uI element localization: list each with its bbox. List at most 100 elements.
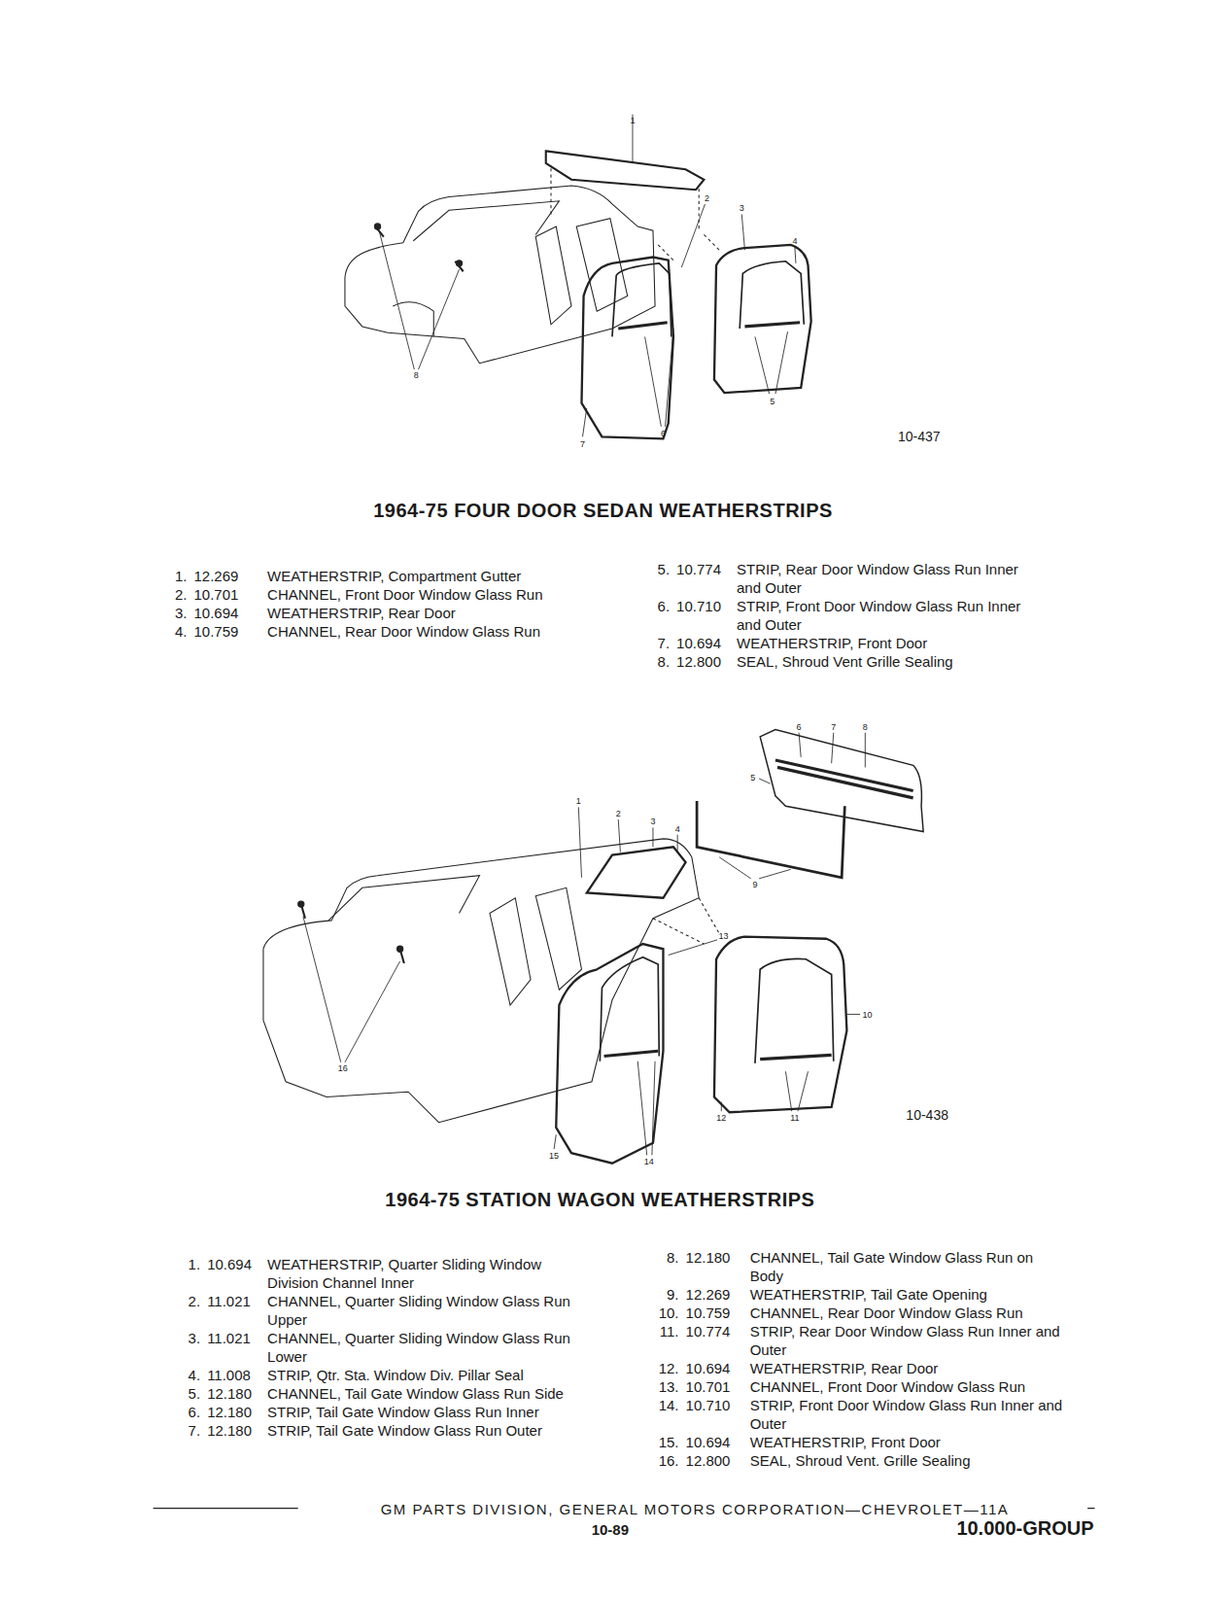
- group-number: 10.000-GROUP: [956, 1515, 1094, 1539]
- part-description: SEAL, Shroud Vent. Grille Sealing: [750, 1450, 1067, 1470]
- part-group-code: 10.694: [193, 603, 268, 622]
- vent-grille-seal: [301, 903, 405, 964]
- callout-number: 15: [549, 1150, 559, 1161]
- item-number: 16.: [654, 1450, 686, 1470]
- part-group-code: 10.774: [676, 559, 737, 579]
- compartment-gutter-weatherstrip: [546, 150, 705, 190]
- vent-grille-seal: [375, 226, 463, 272]
- wagon-rear-door: [714, 936, 847, 1113]
- part-description: CHANNEL, Front Door Window Glass Run: [750, 1377, 1067, 1396]
- part-group-code: 11.021: [206, 1328, 268, 1347]
- part-group-code: 10.701: [193, 585, 268, 604]
- part-description: WEATHERSTRIP, Rear Door: [750, 1358, 1067, 1378]
- parts-list-entry: 14.10.710STRIP, Front Door Window Glass …: [654, 1395, 1067, 1433]
- part-group-code: 10.694: [676, 633, 737, 653]
- callout-number: 12: [716, 1112, 726, 1123]
- rear-door-glass-run-strip: [744, 322, 800, 327]
- item-number: 9.: [654, 1284, 686, 1304]
- callout-number: 7: [830, 722, 836, 732]
- parts-list-entry: 4.11.008STRIP, Qtr. Sta. Window Div. Pil…: [176, 1365, 574, 1384]
- vent-grille-seal: [455, 260, 462, 267]
- item-number: 2.: [163, 585, 194, 604]
- callout-number: 16: [338, 1063, 348, 1073]
- part-description: CHANNEL, Front Door Window Glass Run: [267, 585, 574, 604]
- parts-list-entry: 3.11.021CHANNEL, Quarter Sliding Window …: [176, 1328, 574, 1366]
- wagon-front-door: [555, 943, 663, 1164]
- parts-list-entry: 5.12.180CHANNEL, Tail Gate Window Glass …: [176, 1383, 574, 1403]
- parts-list-entry: 2.11.021CHANNEL, Quarter Sliding Window …: [176, 1291, 574, 1329]
- vent-grille-seal: [374, 223, 380, 230]
- callout-number: 3: [739, 203, 745, 213]
- callout-number: 14: [644, 1156, 655, 1167]
- sedan-front-door: [581, 257, 673, 440]
- front-door-glass-run-strip: [604, 1050, 659, 1056]
- parts-list-entry: 12.10.694WEATHERSTRIP, Rear Door: [654, 1358, 1067, 1378]
- callout-number: 6: [796, 722, 802, 732]
- part-group-code: 10.694: [686, 1358, 751, 1378]
- callout-number: 4: [675, 824, 681, 834]
- sedan-body: [344, 185, 655, 364]
- parts-list-entry: 15.10.694WEATHERSTRIP, Front Door: [654, 1432, 1067, 1451]
- callout-number: 3: [650, 816, 655, 827]
- part-group-code: 12.180: [206, 1383, 268, 1403]
- callout-number: 5: [769, 396, 775, 407]
- rear-door-window-channel: [755, 958, 834, 1063]
- item-number: 13.: [654, 1377, 686, 1396]
- part-group-code: 10.774: [686, 1321, 751, 1341]
- part-group-code: 12.180: [686, 1247, 751, 1267]
- front-door-glass-run-strip: [618, 322, 667, 329]
- item-number: 6.: [646, 596, 677, 616]
- parts-list-entry: 3.10.694WEATHERSTRIP, Rear Door: [163, 603, 574, 622]
- item-number: 14.: [654, 1395, 686, 1414]
- part-description: WEATHERSTRIP, Front Door: [750, 1432, 1067, 1451]
- part-description: WEATHERSTRIP, Tail Gate Opening: [750, 1284, 1067, 1304]
- part-description: STRIP, Tail Gate Window Glass Run Outer: [267, 1420, 574, 1440]
- parts-list-entry: 6.12.180STRIP, Tail Gate Window Glass Ru…: [176, 1402, 574, 1421]
- callout-number: 8: [413, 370, 419, 380]
- part-group-code: 10.701: [686, 1377, 751, 1396]
- part-description: WEATHERSTRIP, Front Door: [736, 633, 1043, 653]
- item-number: 1.: [176, 1254, 207, 1274]
- part-description: CHANNEL, Rear Door Window Glass Run: [267, 621, 574, 641]
- parts-list-entry: 9.12.269WEATHERSTRIP, Tail Gate Opening: [654, 1284, 1067, 1304]
- item-number: 7.: [646, 633, 677, 653]
- item-number: 4.: [163, 621, 194, 641]
- part-description: WEATHERSTRIP, Quarter Sliding Window Div…: [267, 1254, 574, 1292]
- part-description: STRIP, Rear Door Window Glass Run Inner …: [750, 1321, 1067, 1359]
- sedan-windshield: [413, 201, 559, 241]
- part-description: STRIP, Front Door Window Glass Run Inner…: [736, 596, 1043, 634]
- footer-text: GM PARTS DIVISION, GENERAL MOTORS CORPOR…: [380, 1499, 1010, 1516]
- part-group-code: 10.759: [686, 1303, 751, 1322]
- part-group-code: 10.759: [193, 621, 268, 641]
- item-number: 5.: [646, 559, 677, 579]
- callout-number: 13: [718, 930, 728, 941]
- rear-door-glass-run-strip: [759, 1054, 831, 1059]
- callout-number: 9: [752, 879, 758, 890]
- parts-list-entry: 13.10.701CHANNEL, Front Door Window Glas…: [654, 1377, 1067, 1396]
- part-description: STRIP, Rear Door Window Glass Run Inner …: [736, 559, 1043, 597]
- part-group-code: 12.180: [206, 1402, 268, 1421]
- sedan-wheel-area: [392, 302, 434, 338]
- parts-list-entry: 8.12.180CHANNEL, Tail Gate Window Glass …: [654, 1247, 1067, 1285]
- parts-list-entry: 5.10.774STRIP, Rear Door Window Glass Ru…: [646, 559, 1043, 597]
- parts-list-entry: 11.10.774STRIP, Rear Door Window Glass R…: [654, 1321, 1067, 1359]
- tail-gate-window-strip: [775, 759, 914, 798]
- wagon-windshield: [328, 875, 480, 921]
- item-number: 2.: [176, 1291, 207, 1310]
- part-group-code: 11.008: [206, 1365, 268, 1384]
- callout-number: 7: [580, 439, 586, 449]
- parts-list: 5.10.774STRIP, Rear Door Window Glass Ru…: [646, 559, 1043, 671]
- callout-number: 5: [750, 772, 756, 783]
- item-number: 7.: [176, 1420, 207, 1440]
- item-number: 12.: [654, 1358, 686, 1378]
- tail-gate-opening-weatherstrip: [696, 800, 845, 878]
- part-description: WEATHERSTRIP, Rear Door: [267, 603, 574, 622]
- callout-number: 2: [704, 193, 710, 204]
- rear-door-window-channel: [739, 261, 804, 329]
- callout-number: 10: [861, 1009, 872, 1020]
- section-heading: 1964-75 STATION WAGON WEATHERSTRIPS: [384, 1187, 815, 1210]
- item-number: 15.: [654, 1432, 686, 1451]
- part-group-code: 12.800: [676, 652, 737, 671]
- page-number: 10-89: [591, 1519, 629, 1537]
